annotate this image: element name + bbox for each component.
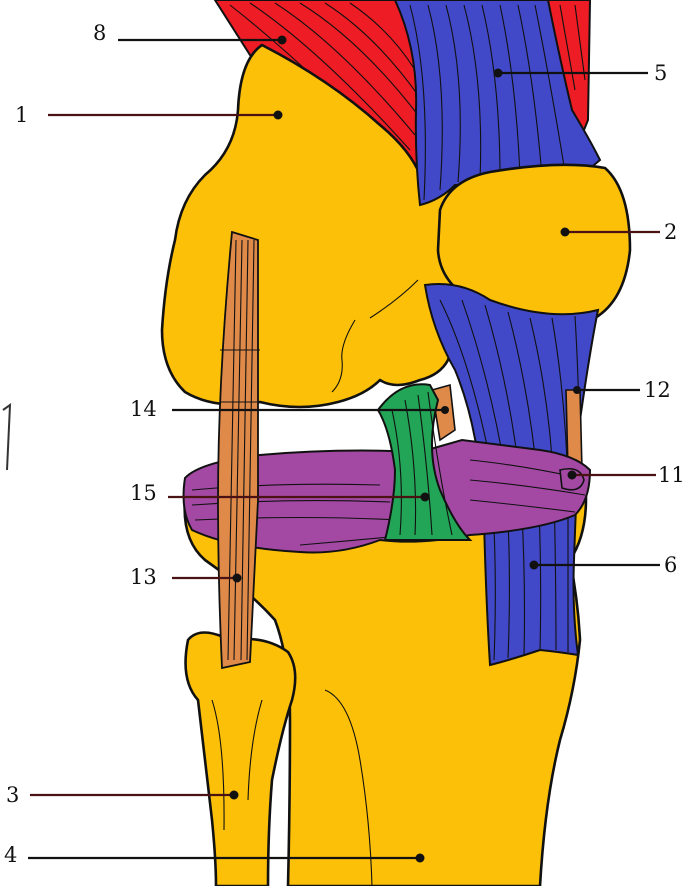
label-3: 3 <box>6 783 19 807</box>
label-15: 15 <box>130 481 157 505</box>
label-1: 1 <box>15 103 28 127</box>
label-13: 13 <box>130 565 157 589</box>
label-14: 14 <box>130 397 157 421</box>
label-2: 2 <box>664 220 677 244</box>
label-11: 11 <box>658 463 685 487</box>
stray-mark <box>3 405 10 470</box>
label-8: 8 <box>93 21 106 45</box>
label-12: 12 <box>644 378 671 402</box>
label-5: 5 <box>654 61 667 85</box>
label-6: 6 <box>664 553 677 577</box>
label-4: 4 <box>4 843 17 867</box>
fibula-bone <box>186 633 296 886</box>
